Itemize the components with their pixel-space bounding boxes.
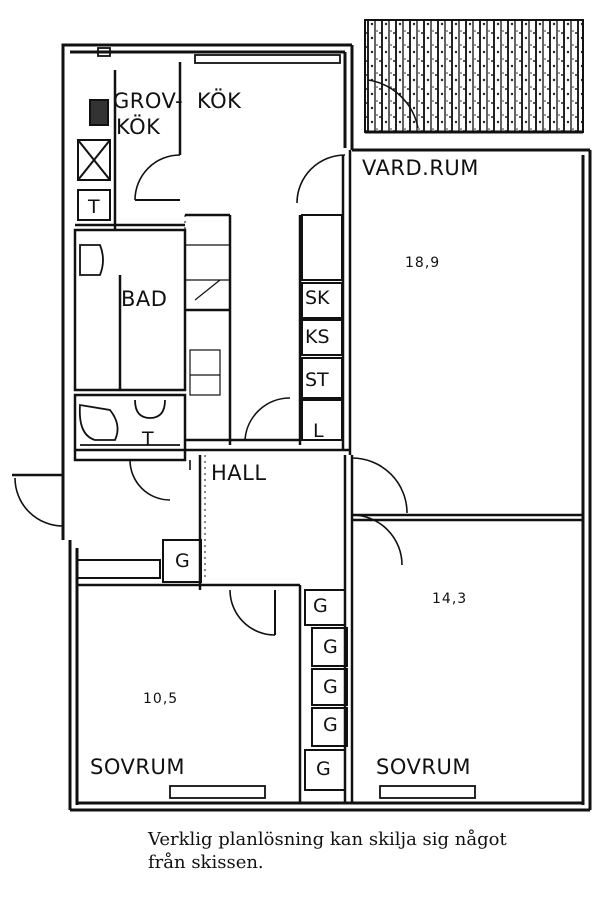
room-label-bad: BAD <box>121 287 168 311</box>
fixture-g-closet-1: G <box>313 595 328 617</box>
counter-cells <box>301 214 343 441</box>
dashed-lines <box>184 215 206 580</box>
fixture-t-grovkok: T <box>88 196 100 218</box>
floor-plan <box>12 19 592 812</box>
fixture-g-closet-4: G <box>323 714 338 736</box>
fixture-g-closet-3: G <box>323 676 338 698</box>
balcony <box>364 19 584 134</box>
windows <box>97 47 476 799</box>
bath-fixtures <box>78 244 180 446</box>
room-label-sovrum-left: SOVRUM <box>90 755 185 779</box>
room-label-hall: HALL <box>211 461 267 485</box>
room-label-kok: KÖK <box>197 89 242 113</box>
room-label-sovrum-right: SOVRUM <box>376 755 471 779</box>
fixture-g-closet-2: G <box>323 636 338 658</box>
room-label-vardrum: VARD.RUM <box>362 156 479 180</box>
caption-line-1: Verklig planlösning kan skilja sig något <box>148 829 507 850</box>
room-label-grovkok-line1: GROV- <box>113 89 184 113</box>
fixture-ks: KS <box>305 326 330 348</box>
fixture-sk: SK <box>305 287 330 309</box>
area-sovrum-right: 14,3 <box>432 591 468 607</box>
grovkok-fixtures <box>77 99 111 221</box>
fixture-t-wc: T <box>142 428 154 450</box>
fixture-l: L <box>313 420 324 442</box>
fixture-g-hall: G <box>175 550 190 572</box>
disclaimer-caption: Verklig planlösning kan skilja sig något… <box>148 828 588 874</box>
area-vardrum: 18,9 <box>405 255 441 271</box>
outer-walls <box>61 43 592 812</box>
fixture-st: ST <box>305 369 329 391</box>
door-swings <box>12 154 408 636</box>
fixture-g-closet-5: G <box>316 758 331 780</box>
stove-sketch <box>185 244 230 396</box>
room-label-grovkok-line2: KÖK <box>116 115 161 139</box>
closet-boxes <box>76 539 348 791</box>
caption-line-2: från skissen. <box>148 852 264 873</box>
area-sovrum-left: 10,5 <box>143 691 179 707</box>
